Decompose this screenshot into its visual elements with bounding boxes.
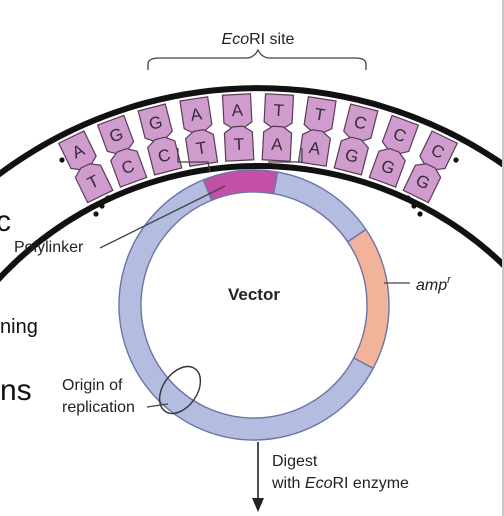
dna-inner-arc <box>0 162 504 283</box>
digest-label-line1: Digest <box>272 453 318 470</box>
base-bottom-0: T <box>74 163 114 204</box>
svg-text:G: G <box>379 156 398 178</box>
continuation-dot <box>411 203 417 209</box>
amp-superscript: r <box>447 274 452 286</box>
svg-text:A: A <box>189 104 204 125</box>
base-top-1: G <box>96 114 135 155</box>
vector-label: Vector <box>228 285 280 304</box>
continuation-dot <box>417 211 423 217</box>
svg-text:A: A <box>308 138 323 159</box>
base-top-3: A <box>179 96 213 134</box>
ecori-site-label: EcoRI site <box>222 31 295 48</box>
base-top-4: A <box>221 93 253 130</box>
plasmid-ring <box>118 169 390 441</box>
continuation-dot <box>59 157 65 163</box>
svg-text:A: A <box>271 135 284 155</box>
base-bottom-6: A <box>297 129 331 167</box>
base-top-7: C <box>343 103 379 143</box>
polylinker-bracket <box>177 148 303 173</box>
base-bottom-9: G <box>402 163 442 204</box>
base-top-2: G <box>137 103 173 143</box>
base-bottom-3: T <box>185 129 219 167</box>
base-top-6: T <box>303 96 337 134</box>
svg-text:C: C <box>156 145 173 166</box>
continuation-dot <box>105 195 111 201</box>
base-bottom-5: A <box>261 125 293 162</box>
polylinker-leader <box>99 185 226 249</box>
cropped-text-ning: ning <box>0 316 38 338</box>
svg-text:C: C <box>352 112 369 133</box>
dna-outer-arc <box>0 85 504 178</box>
base-top-0: A <box>57 130 97 171</box>
origin-label-line1: Origin of <box>62 377 123 394</box>
ring-backbone-main <box>118 178 375 441</box>
continuation-dot <box>453 157 459 163</box>
ecori-site-brace <box>147 48 367 70</box>
base-top-5: T <box>263 93 295 130</box>
svg-text:G: G <box>343 145 361 167</box>
ring-backbone-upper-right <box>272 171 367 243</box>
svg-text:G: G <box>147 112 165 134</box>
svg-text:T: T <box>195 138 208 158</box>
svg-text:T: T <box>233 135 244 155</box>
origin-leader <box>146 403 169 408</box>
svg-text:T: T <box>313 105 326 125</box>
svg-text:A: A <box>231 101 244 121</box>
ring-polylinker-segment <box>202 169 279 202</box>
continuation-dot <box>405 195 411 201</box>
continuation-dot <box>93 211 99 217</box>
origin-marker <box>158 365 202 415</box>
cropped-text-c: c <box>0 205 11 238</box>
origin-label-line2: replication <box>62 399 135 416</box>
amp-label: ampr <box>416 274 452 294</box>
base-bottom-8: G <box>368 147 406 188</box>
base-bottom-4: T <box>223 125 255 162</box>
ring-amp-segment <box>346 228 390 370</box>
base-bottom-7: G <box>333 136 370 176</box>
polylinker-label: Polylinker <box>14 239 84 256</box>
continuation-dot <box>99 203 105 209</box>
svg-text:T: T <box>273 101 284 121</box>
cropped-text-ns: ns <box>0 374 32 407</box>
digest-label-line2: with EcoRI enzyme <box>271 475 409 492</box>
svg-text:G: G <box>107 124 126 146</box>
digest-arrow-head <box>252 498 264 512</box>
base-bottom-2: C <box>146 136 183 176</box>
base-top-8: C <box>381 114 420 155</box>
base-bottom-1: C <box>110 147 148 188</box>
right-edge-divider <box>502 0 504 516</box>
